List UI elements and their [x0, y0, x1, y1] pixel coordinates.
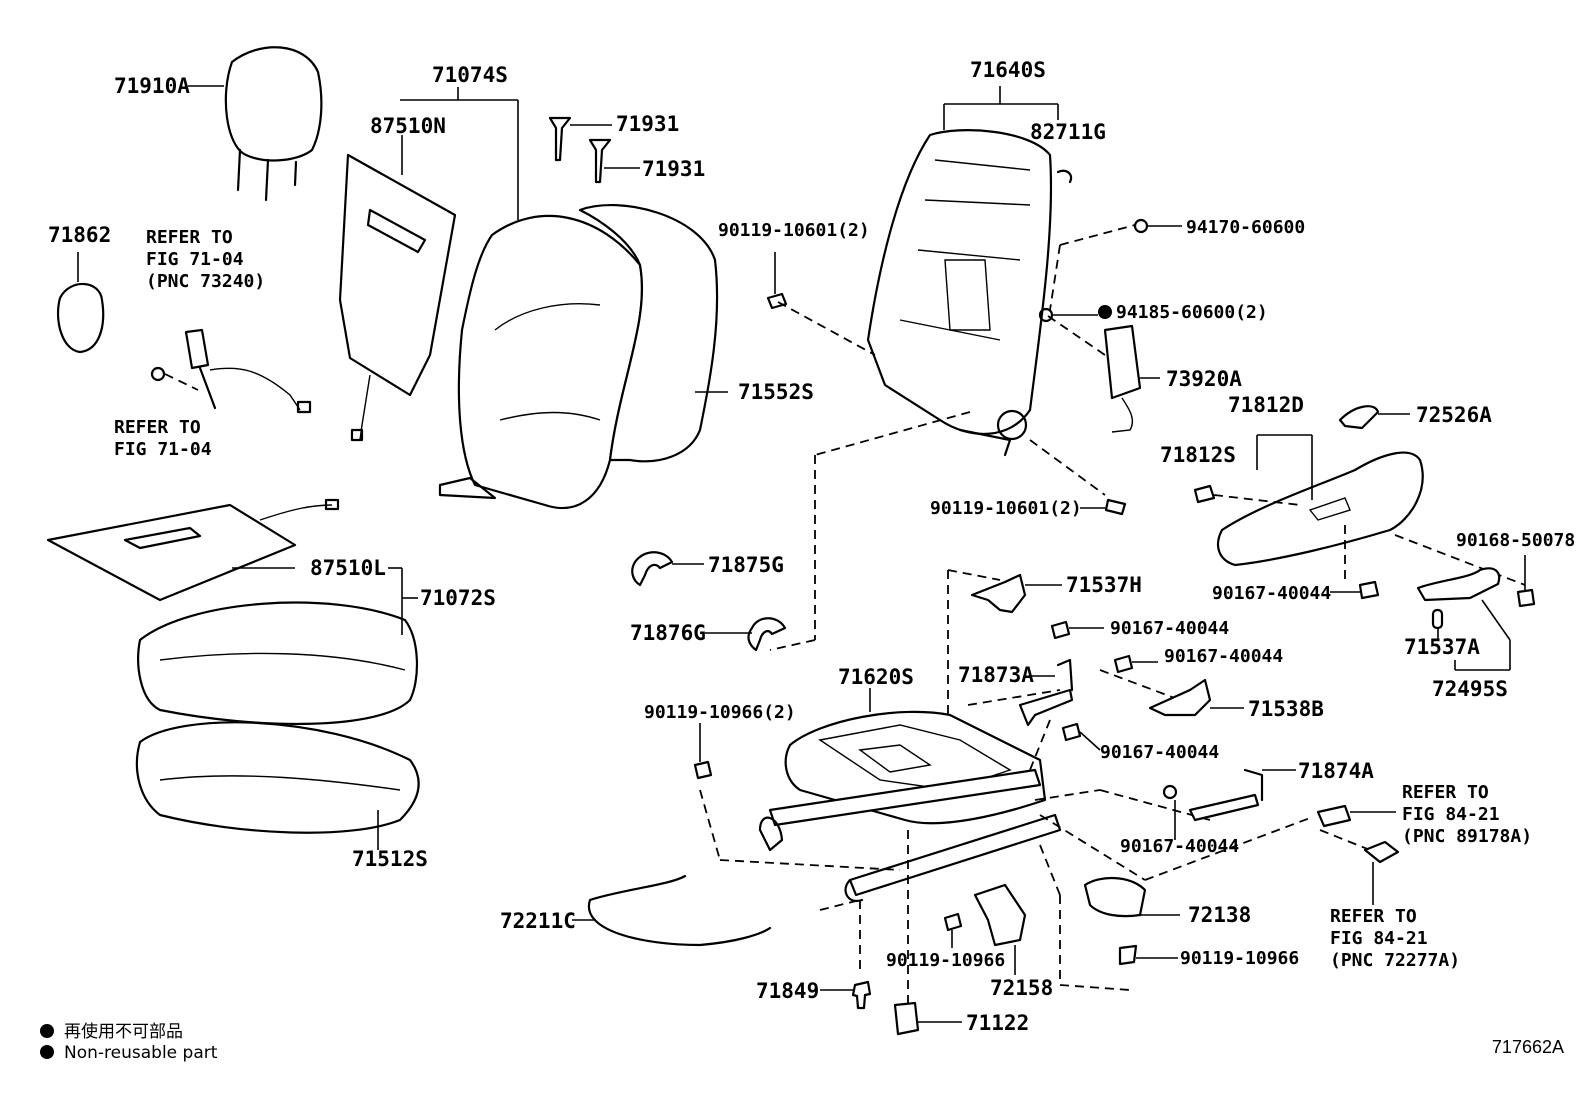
bottom-parts-drawing: [820, 980, 962, 1036]
label-94170-60600: 94170-60600: [1186, 217, 1305, 238]
svg-text:FIG 84-21: FIG 84-21: [1330, 928, 1428, 949]
adjuster-dashed-lines: [699, 569, 1371, 1010]
svg-text:FIG 84-21: FIG 84-21: [1402, 804, 1500, 825]
label-90168-50078: 90168-50078: [1456, 530, 1575, 551]
label-90119-10601-lower: 90119-10601(2): [930, 498, 1082, 519]
svg-text:(PNC 73240): (PNC 73240): [146, 271, 265, 292]
refer-to-fig-71-04-lower: REFER TO FIG 71-04: [114, 417, 212, 460]
recliner-covers-drawing: [631, 551, 787, 652]
label-71074S: 71074S: [432, 63, 508, 87]
label-72495S: 72495S: [1432, 677, 1508, 701]
label-71812D: 71812D: [1228, 393, 1304, 417]
wire-72211C-drawing: [572, 874, 772, 947]
label-71552S: 71552S: [738, 380, 814, 404]
non-reusable-dot-icon: [40, 1045, 54, 1059]
non-reusable-dot-icon: [40, 1024, 54, 1038]
figure-code: 717662A: [1491, 1037, 1564, 1057]
legend-jp-text: 再使用不可部品: [64, 1022, 183, 1042]
label-90167-40044-right: 90167-40044: [1212, 583, 1331, 604]
svg-text:REFER TO: REFER TO: [1402, 782, 1489, 803]
adjuster-small-parts: [693, 573, 1296, 840]
cushion-heater-drawing: [46, 498, 340, 602]
legend-en-text: Non-reusable part: [64, 1043, 218, 1063]
refer-to-fig-71-04-upper: REFER TO FIG 71-04 (PNC 73240): [146, 227, 265, 292]
label-90119-10601-upper: 90119-10601(2): [718, 220, 870, 241]
recliner-lever-drawing: [1416, 567, 1511, 671]
label-71122: 71122: [966, 1011, 1029, 1035]
legend-en: Non-reusable part: [40, 1043, 217, 1063]
label-72526A: 72526A: [1416, 403, 1492, 427]
label-71931-upper: 71931: [616, 112, 679, 136]
seatback-heater-drawing: [338, 135, 457, 442]
label-71620S: 71620S: [838, 665, 914, 689]
label-71072S: 71072S: [420, 586, 496, 610]
label-71874A: 71874A: [1298, 759, 1374, 783]
svg-text:REFER TO: REFER TO: [1330, 906, 1417, 927]
label-73920A: 73920A: [1166, 367, 1242, 391]
label-72138: 72138: [1188, 903, 1251, 927]
label-71812S: 71812S: [1160, 443, 1236, 467]
label-71538B: 71538B: [1248, 697, 1324, 721]
label-71537A: 71537A: [1404, 635, 1480, 659]
covers-72138-72158-drawing: [943, 876, 1180, 975]
label-90167-40044-a: 90167-40044: [1110, 618, 1229, 639]
label-71931-lower: 71931: [642, 157, 705, 181]
connectors-drawing: [1316, 804, 1400, 905]
cushion-cover-drawing: [137, 567, 418, 726]
legend-jp: 再使用不可部品: [40, 1017, 183, 1042]
svg-text:(PNC 72277A): (PNC 72277A): [1330, 950, 1460, 971]
label-71537H: 71537H: [1066, 573, 1142, 597]
label-71875G: 71875G: [708, 553, 784, 577]
seatbelt-buckle-drawing: [150, 328, 312, 414]
clips-71931-drawing: [548, 116, 640, 184]
label-71910A: 71910A: [114, 74, 190, 98]
label-87510N: 87510N: [370, 114, 446, 138]
label-90119-10966-left: 90119-10966: [886, 950, 1005, 971]
side-shield-drawing: [1193, 405, 1536, 608]
svg-text:(PNC 89178A): (PNC 89178A): [1402, 826, 1532, 847]
belt-guide-71862-drawing: [56, 252, 105, 354]
label-90119-10966-2: 90119-10966(2): [644, 702, 796, 723]
side-airbag-drawing: [1103, 324, 1160, 433]
svg-text:REFER TO: REFER TO: [114, 417, 201, 438]
seat-adjuster-drawing: [758, 688, 1062, 903]
refer-to-fig-84-21-lower: REFER TO FIG 84-21 (PNC 72277A): [1330, 906, 1460, 971]
frame-bolts: [766, 218, 1182, 516]
label-90119-10966-right: 90119-10966: [1180, 948, 1299, 969]
svg-text:FIG 71-04: FIG 71-04: [146, 249, 244, 270]
seatback-cover-drawing: [400, 87, 728, 510]
label-71849: 71849: [756, 979, 819, 1003]
label-71876G: 71876G: [630, 621, 706, 645]
seatback-frame-drawing: [866, 86, 1073, 457]
svg-text:FIG 71-04: FIG 71-04: [114, 439, 212, 460]
cushion-pad-drawing: [135, 721, 420, 850]
svg-text:REFER TO: REFER TO: [146, 227, 233, 248]
label-94185-60600: 94185-60600(2): [1116, 302, 1268, 323]
label-72211C: 72211C: [500, 909, 576, 933]
label-71873A: 71873A: [958, 663, 1034, 687]
label-72158: 72158: [990, 976, 1053, 1000]
refer-to-fig-84-21-upper: REFER TO FIG 84-21 (PNC 89178A): [1402, 782, 1532, 847]
headrest-drawing: [188, 46, 323, 202]
label-90167-40044-c: 90167-40044: [1100, 742, 1219, 763]
label-90167-40044-b: 90167-40044: [1164, 646, 1283, 667]
label-71640S: 71640S: [970, 58, 1046, 82]
frame-dashed-lines: [769, 224, 1136, 651]
label-87510L: 87510L: [310, 556, 386, 580]
label-90167-40044-d: 90167-40044: [1120, 836, 1239, 857]
label-71862: 71862: [48, 223, 111, 247]
label-82711G: 82711G: [1030, 120, 1106, 144]
label-71512S: 71512S: [352, 847, 428, 871]
